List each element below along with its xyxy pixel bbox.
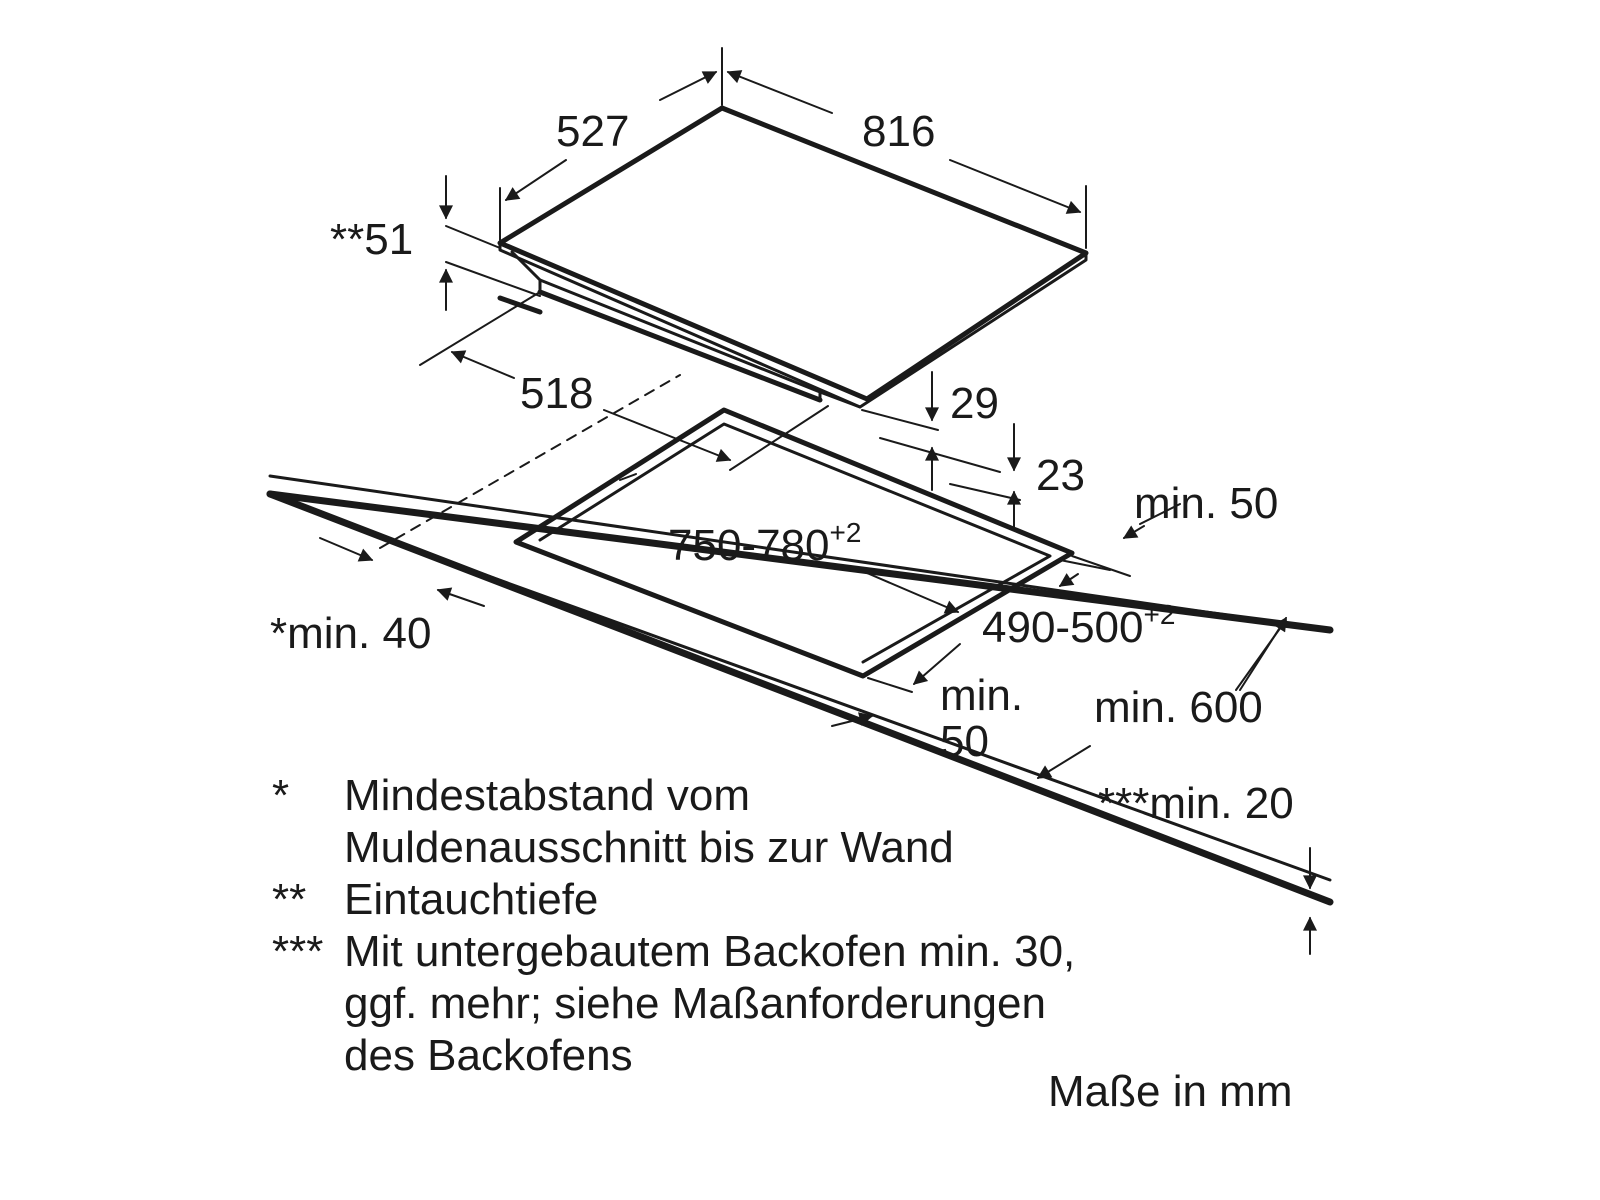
dim-29: 29 bbox=[950, 379, 999, 428]
note-3-line-2: ggf. mehr; siehe Maßanforderungen bbox=[344, 979, 1046, 1028]
dim-cutout-depth: 490-500+2 bbox=[982, 599, 1175, 652]
dim-min-20: ***min. 20 bbox=[1098, 779, 1294, 828]
note-1-line-2: Muldenausschnitt bis zur Wand bbox=[344, 823, 954, 872]
note-3-line-3: des Backofens bbox=[344, 1031, 633, 1080]
dim-518: 518 bbox=[520, 369, 593, 418]
dimension-lines bbox=[319, 47, 1317, 955]
dim-min-50-right: min. 50 bbox=[1134, 479, 1278, 528]
dim-immersion: **51 bbox=[330, 215, 413, 264]
dim-cutout-width: 750-780+2 bbox=[668, 517, 861, 570]
footnotes: * Mindestabstand vom Muldenausschnitt bi… bbox=[272, 771, 1292, 1116]
note-3-line-1: Mit untergebautem Backofen min. 30, bbox=[344, 927, 1075, 976]
dim-min-600: min. 600 bbox=[1094, 683, 1263, 732]
dim-min-front-value: 50 bbox=[940, 717, 989, 766]
dim-min-front-label: min. bbox=[940, 671, 1023, 720]
dim-527: 527 bbox=[556, 107, 629, 156]
dimension-labels: 527 816 **51 518 29 23 min. 50 750-780+2… bbox=[270, 107, 1294, 828]
note-1-marker: * bbox=[272, 771, 289, 820]
units-label: Maße in mm bbox=[1048, 1067, 1292, 1116]
note-1-line-1: Mindestabstand vom bbox=[344, 771, 750, 820]
dim-min-40: *min. 40 bbox=[270, 609, 431, 658]
dim-cutout-depth-value: 490-500 bbox=[982, 603, 1143, 652]
note-2-marker: ** bbox=[272, 875, 306, 924]
dim-cutout-width-tolerance: +2 bbox=[829, 517, 861, 548]
dim-cutout-width-value: 750-780 bbox=[668, 521, 829, 570]
dim-cutout-depth-tolerance: +2 bbox=[1143, 599, 1175, 630]
note-2-line-1: Eintauchtiefe bbox=[344, 875, 598, 924]
dim-23: 23 bbox=[1036, 451, 1085, 500]
dim-816: 816 bbox=[862, 107, 935, 156]
note-3-marker: *** bbox=[272, 927, 323, 976]
worktop bbox=[266, 374, 1334, 906]
